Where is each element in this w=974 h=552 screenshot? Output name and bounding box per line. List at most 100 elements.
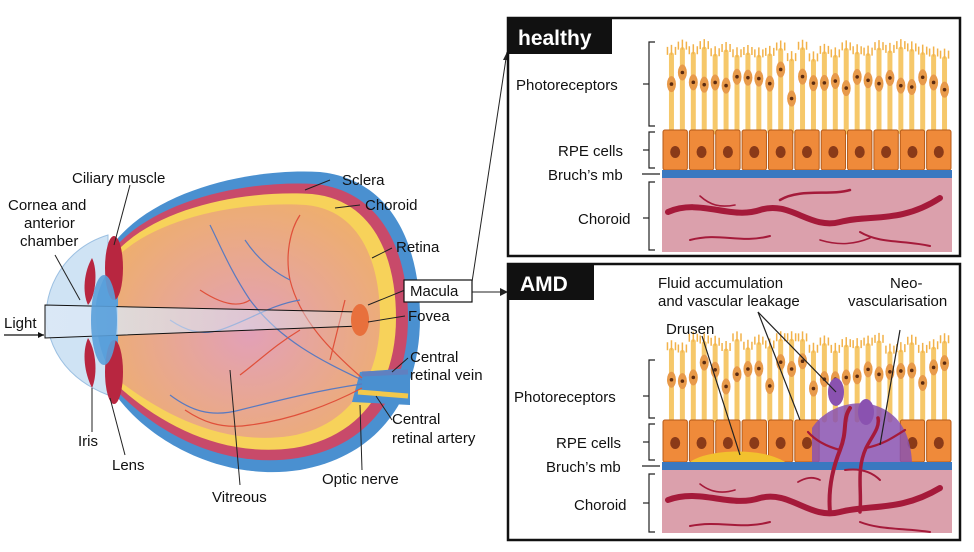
drusen-deposit [690,451,785,462]
rpe-nucleus [802,146,812,158]
zoom-arrows [471,51,508,293]
photoreceptor-cell [721,41,731,135]
healthy-choroid-vessels [665,188,943,247]
healthy-bruchs-label: Bruch’s mb [548,167,623,184]
amd-photoreceptors-label: Photoreceptors [514,389,616,406]
central-vein-label-line2: retinal vein [410,367,483,384]
rpe-nucleus [828,146,839,158]
photoreceptor-cell [830,47,841,135]
amd-choroid-vessels [665,483,943,533]
photoreceptor-cell [896,342,906,423]
photoreceptor-cell [863,45,873,135]
ciliary-muscle-label: Ciliary muscle [72,170,165,187]
rpe-nucleus [775,146,786,158]
neovascular-vessels [797,406,907,514]
optic-nerve-label: Optic nerve [322,471,399,488]
amd-bruchs-membrane [662,462,952,470]
photoreceptor-cell [666,44,677,135]
rpe-nucleus [749,437,760,449]
iris-lower [84,338,96,388]
central-retinal-vein [361,369,409,377]
photoreceptor-cell [754,47,764,135]
photoreceptor-cell [765,45,775,135]
rpe-nucleus [696,437,707,449]
photoreceptor-cell [721,341,731,423]
photoreceptor-cell [928,339,939,423]
photoreceptor-cell [786,331,797,423]
photoreceptor-cell [808,342,819,423]
sclera-label: Sclera [342,172,385,189]
photoreceptor-cell [688,331,699,423]
amd-annotation-lines [701,311,901,456]
photoreceptor-cell [808,51,819,135]
rpe-nucleus [933,437,944,449]
healthy-title: healthy [518,27,592,50]
photoreceptor-cell [885,42,895,135]
rpe-nucleus [775,437,786,449]
healthy-rpe-layer [662,129,952,171]
fluid-bubble-2 [858,399,874,425]
photoreceptor-cell [666,340,677,423]
rpe-nucleus [854,146,865,158]
macula-spot [351,304,369,336]
photoreceptor-cell [688,44,699,135]
photoreceptor-cell [841,40,851,135]
retina-label: Retina [396,239,440,256]
cornea-label-line2: anterior [24,215,75,232]
iris-label: Iris [78,433,98,450]
amd-title-tab [508,264,594,300]
photoreceptor-cell [710,335,720,423]
rpe-nucleus [670,146,681,158]
rpe-nucleus [722,437,733,449]
photoreceptor-cell [874,40,884,135]
cornea-label-line3: chamber [20,233,78,250]
photoreceptor-cell [917,44,928,135]
healthy-photoreceptors-label: Photoreceptors [516,77,618,94]
healthy-title-tab [508,18,612,54]
macula-label: Macula [410,283,459,300]
cornea-label-line1: Cornea and [8,197,86,214]
photoreceptor-cell [699,333,709,423]
photoreceptor-cell [939,333,950,423]
choroid-label: Choroid [365,197,418,214]
photoreceptor-cell [907,334,917,423]
rpe-nucleus [907,437,918,449]
iris [84,258,96,305]
photoreceptor-cell [743,339,753,423]
eye-cross-section [4,171,420,473]
fluid-leakage-area [812,403,912,462]
lens-label: Lens [112,457,145,474]
neo-label-line2: vascularisation [848,293,947,310]
amd-panel: AMD [506,262,962,542]
healthy-panel: healthy Photoreceptors RPE cells Bruch’s… [506,16,962,258]
rpe-nucleus [881,146,892,158]
photoreceptor-cell [819,43,830,135]
central-artery-label-line1: Central [392,411,440,428]
amd-rpe-label: RPE cells [556,435,621,452]
photoreceptor-cell [732,331,742,423]
lens [91,275,117,365]
macula-box [403,279,473,303]
photoreceptor-cell [786,51,797,135]
healthy-photoreceptors [666,39,950,135]
drusen-label: Drusen [666,321,714,338]
fluid-label-line2: and vascular leakage [658,293,800,310]
fovea-label: Fovea [408,308,450,325]
rpe-nucleus [802,437,812,449]
photoreceptor-cell [754,334,764,423]
photoreceptor-cell [732,47,742,135]
photoreceptor-cell [928,46,939,135]
photoreceptor-cell [896,39,906,135]
eye-leader-lines [54,179,409,486]
photoreceptor-cell [917,342,928,423]
light-label: Light [4,315,37,332]
retinal-vessels [169,214,363,427]
amd-brackets [642,359,660,533]
fluid-label-line1: Fluid accumulation [658,275,783,292]
neo-label-line1: Neo- [890,275,923,292]
photoreceptor-cell [797,331,808,423]
photoreceptor-cell [743,44,753,135]
rpe-nucleus [933,146,944,158]
healthy-rpe-label: RPE cells [558,143,623,160]
